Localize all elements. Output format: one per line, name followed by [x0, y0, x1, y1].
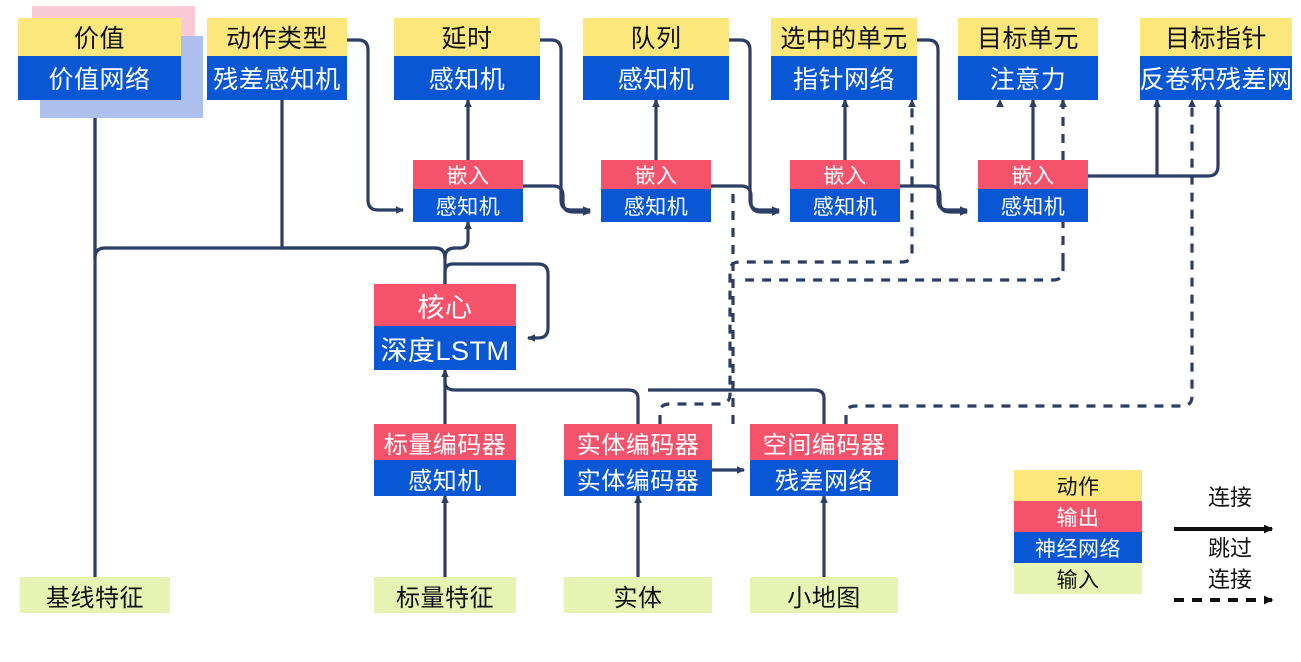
input-entities: 实体	[564, 577, 712, 613]
output-head-queued: 队列感知机	[583, 18, 729, 100]
embedding-embed_3-action: 嵌入	[790, 160, 900, 189]
embedding-embed_2-network: 感知机	[601, 189, 711, 222]
embedding-embed_4: 嵌入感知机	[978, 160, 1088, 222]
embedding-embed_1: 嵌入感知机	[413, 160, 523, 222]
output-head-action_type: 动作类型残差感知机	[207, 18, 347, 100]
legend-swatch-input: 输入	[1014, 563, 1142, 594]
core-module-core-network: 深度LSTM	[374, 326, 516, 370]
encoder-entity_encoder-network: 实体编码器	[564, 460, 712, 496]
legend-skip-label-line1: 跳过	[1207, 536, 1252, 561]
embedding-embed_4-action: 嵌入	[978, 160, 1088, 189]
output-head-value-network: 价值网络	[18, 56, 181, 100]
legend-swatch-action: 动作	[1014, 470, 1142, 501]
core-module-core: 核心深度LSTM	[374, 284, 516, 370]
output-head-value-action: 价值	[18, 18, 181, 56]
output-head-target_point-network: 反卷积残差网	[1140, 56, 1292, 100]
output-head-target_unit-action: 目标单元	[958, 18, 1098, 56]
embedding-embed_3-network: 感知机	[790, 189, 900, 222]
legend-arrow-labels: 连接 跳过 连接	[1160, 478, 1300, 608]
embedding-embed_1-action: 嵌入	[413, 160, 523, 189]
output-head-delay-action: 延时	[394, 18, 540, 56]
encoder-entity_encoder: 实体编码器实体编码器	[564, 424, 712, 496]
encoder-entity_encoder-action: 实体编码器	[564, 424, 712, 460]
output-head-target_unit-network: 注意力	[958, 56, 1098, 100]
encoder-scalar_encoder-action: 标量编码器	[374, 424, 516, 460]
output-head-target_point-action: 目标指针	[1140, 18, 1292, 56]
input-minimap: 小地图	[750, 577, 898, 613]
embedding-embed_3: 嵌入感知机	[790, 160, 900, 222]
output-head-delay-network: 感知机	[394, 56, 540, 100]
input-scalar_features: 标量特征	[374, 577, 516, 613]
output-head-delay: 延时感知机	[394, 18, 540, 100]
core-module-core-action: 核心	[374, 284, 516, 326]
embedding-embed_4-network: 感知机	[978, 189, 1088, 222]
output-head-action_type-network: 残差感知机	[207, 56, 347, 100]
embedding-embed_2: 嵌入感知机	[601, 160, 711, 222]
output-head-action_type-action: 动作类型	[207, 18, 347, 56]
output-head-value: 价值价值网络	[18, 6, 203, 118]
legend-connection-label: 连接	[1207, 485, 1252, 510]
output-head-selected_units-network: 指针网络	[771, 56, 917, 100]
output-head-queued-action: 队列	[583, 18, 729, 56]
encoder-spatial_encoder: 空间编码器残差网络	[750, 424, 898, 496]
embedding-embed_1-network: 感知机	[413, 189, 523, 222]
legend-swatch-neural-network: 神经网络	[1014, 532, 1142, 563]
output-head-selected_units-action: 选中的单元	[771, 18, 917, 56]
output-head-target_point: 目标指针反卷积残差网	[1140, 18, 1292, 100]
encoder-spatial_encoder-network: 残差网络	[750, 460, 898, 496]
encoder-spatial_encoder-action: 空间编码器	[750, 424, 898, 460]
legend-swatches: 动作 输出 神经网络 输入	[1014, 470, 1142, 594]
embedding-embed_2-action: 嵌入	[601, 160, 711, 189]
output-head-target_unit: 目标单元注意力	[958, 18, 1098, 100]
output-head-queued-network: 感知机	[583, 56, 729, 100]
legend-skip-label-line2: 连接	[1207, 567, 1252, 592]
encoder-scalar_encoder: 标量编码器感知机	[374, 424, 516, 496]
input-baseline_features: 基线特征	[20, 577, 170, 613]
legend-swatch-output: 输出	[1014, 501, 1142, 532]
encoder-scalar_encoder-network: 感知机	[374, 460, 516, 496]
output-head-selected_units: 选中的单元指针网络	[771, 18, 917, 100]
